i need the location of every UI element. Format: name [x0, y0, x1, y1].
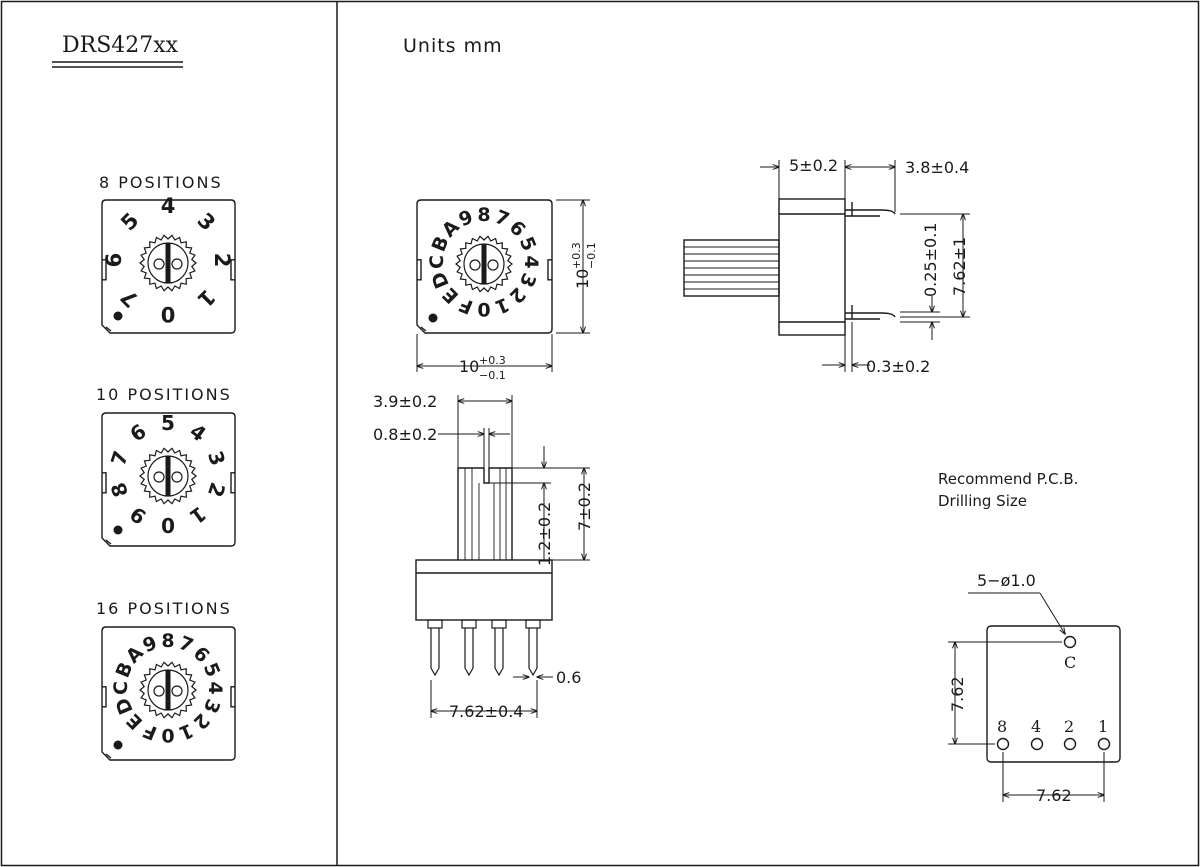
pcb-horizontal-dim-label: 7.62	[1036, 786, 1072, 805]
units-label: Units mm	[403, 35, 503, 57]
dial-8-label: 7	[116, 285, 143, 312]
dial-8-label: 3	[193, 208, 220, 235]
side-pin-thick-label: 0.3±0.2	[866, 357, 930, 376]
pcb-pin-label-4: 4	[1031, 717, 1041, 736]
dial-front-label: D	[427, 269, 453, 292]
dial-front-label: C	[426, 255, 448, 269]
dial-10-label: 6	[125, 419, 150, 447]
dial-10-label: 9	[125, 502, 150, 530]
dial-front-label: 4	[520, 255, 542, 268]
dial-10-label: 1	[185, 502, 210, 530]
dial-front-label: 8	[477, 204, 490, 226]
dial-8-label: 2	[210, 253, 234, 268]
side-top-right-label: 3.8±0.4	[905, 158, 969, 177]
pcb-hole-4	[1030, 737, 1044, 751]
label-8-positions: 8 POSITIONS	[99, 173, 223, 192]
rotor-gear	[139, 234, 197, 292]
index-dot	[113, 525, 123, 535]
switch-body	[416, 199, 553, 334]
side-pin-gap-label: 0.25±0.1	[921, 223, 940, 297]
dial-8-label: 0	[161, 302, 176, 326]
dial-front-label: 0	[477, 298, 490, 320]
dial-10-label: 4	[185, 419, 210, 447]
dial-10-label: 5	[161, 411, 175, 435]
switch-body	[101, 199, 236, 334]
label-16-positions: 16 POSITIONS	[96, 599, 232, 618]
dial-8-label: 6	[102, 253, 126, 268]
dial-16-label: 4	[204, 681, 226, 694]
pcb-pin-label-8: 8	[997, 717, 1007, 736]
rotor-gear	[139, 661, 197, 719]
dial-16-label: 0	[161, 724, 174, 746]
bottom-shaft-width-label: 3.9±0.2	[373, 392, 437, 411]
pcb-hole-1	[1097, 737, 1111, 751]
index-dot	[113, 311, 123, 321]
svg-text:+0.3: +0.3	[479, 354, 506, 367]
bottom-pin-width-label: 0.6	[556, 668, 581, 687]
bottom-view-dimensions	[431, 395, 590, 718]
switch-8-positions: 01 2 345 6 7	[101, 194, 236, 334]
pcb-hole-2	[1063, 737, 1077, 751]
index-dot	[113, 740, 123, 750]
pcb-footprint	[968, 592, 1121, 763]
svg-text:10: 10	[573, 269, 592, 289]
svg-text:−0.1: −0.1	[479, 369, 506, 382]
bottom-slot-label: 0.8±0.2	[373, 425, 437, 444]
svg-text:+0.3: +0.3	[570, 242, 583, 269]
bottom-slot-depth-label: 1.2±0.2	[535, 502, 554, 566]
pcb-heading-line2: Drilling Size	[938, 492, 1027, 510]
side-view-dimensions	[760, 160, 970, 372]
bottom-view	[415, 467, 553, 677]
dial-16-label: C	[110, 681, 132, 695]
part-number-title: DRS427xx	[62, 33, 179, 58]
pcb-pin-label-1: 1	[1098, 717, 1108, 736]
dial-8-label: 4	[161, 194, 176, 218]
rotor-gear	[455, 235, 513, 293]
pcb-common-label: C	[1064, 653, 1076, 672]
switch-body	[101, 626, 236, 761]
svg-text:−0.1: −0.1	[585, 242, 598, 269]
pcb-pin-label-2: 2	[1064, 717, 1074, 736]
bottom-shaft-height-label: 7±0.2	[575, 482, 594, 531]
front-height-label: 10 +0.3 −0.1	[570, 242, 598, 289]
pcb-vertical-dim-label: 7.62	[948, 676, 967, 712]
dial-10-label: 2	[203, 479, 230, 500]
dial-16-label: D	[111, 695, 137, 718]
side-height-label: 7.62±1	[950, 237, 969, 296]
pcb-heading-line1: Recommend P.C.B.	[938, 470, 1078, 488]
pcb-hole-common	[1063, 635, 1077, 649]
dial-8-label: 5	[116, 208, 143, 235]
bottom-pitch-label: 7.62±0.4	[449, 702, 523, 721]
svg-text:10: 10	[459, 357, 479, 376]
dial-10-label: 0	[161, 513, 175, 537]
front-view-dimensions	[417, 200, 590, 372]
dial-10-label: 8	[106, 479, 133, 500]
dial-16-label: 8	[161, 630, 174, 652]
side-top-left-label: 5±0.2	[789, 156, 838, 175]
dial-10-label: 3	[203, 448, 230, 469]
side-view	[683, 198, 896, 336]
dial-8-label: 1	[193, 285, 220, 312]
index-dot	[428, 313, 438, 323]
dial-10-label: 7	[106, 448, 133, 469]
switch-body	[101, 412, 236, 547]
pcb-hole-8	[996, 737, 1010, 751]
pcb-hole-spec: 5−ø1.0	[977, 571, 1036, 590]
front-width-label: 10 +0.3 −0.1	[459, 354, 506, 382]
label-10-positions: 10 POSITIONS	[96, 385, 232, 404]
pcb-dimensions	[948, 642, 1104, 802]
rotor-gear	[139, 447, 197, 505]
